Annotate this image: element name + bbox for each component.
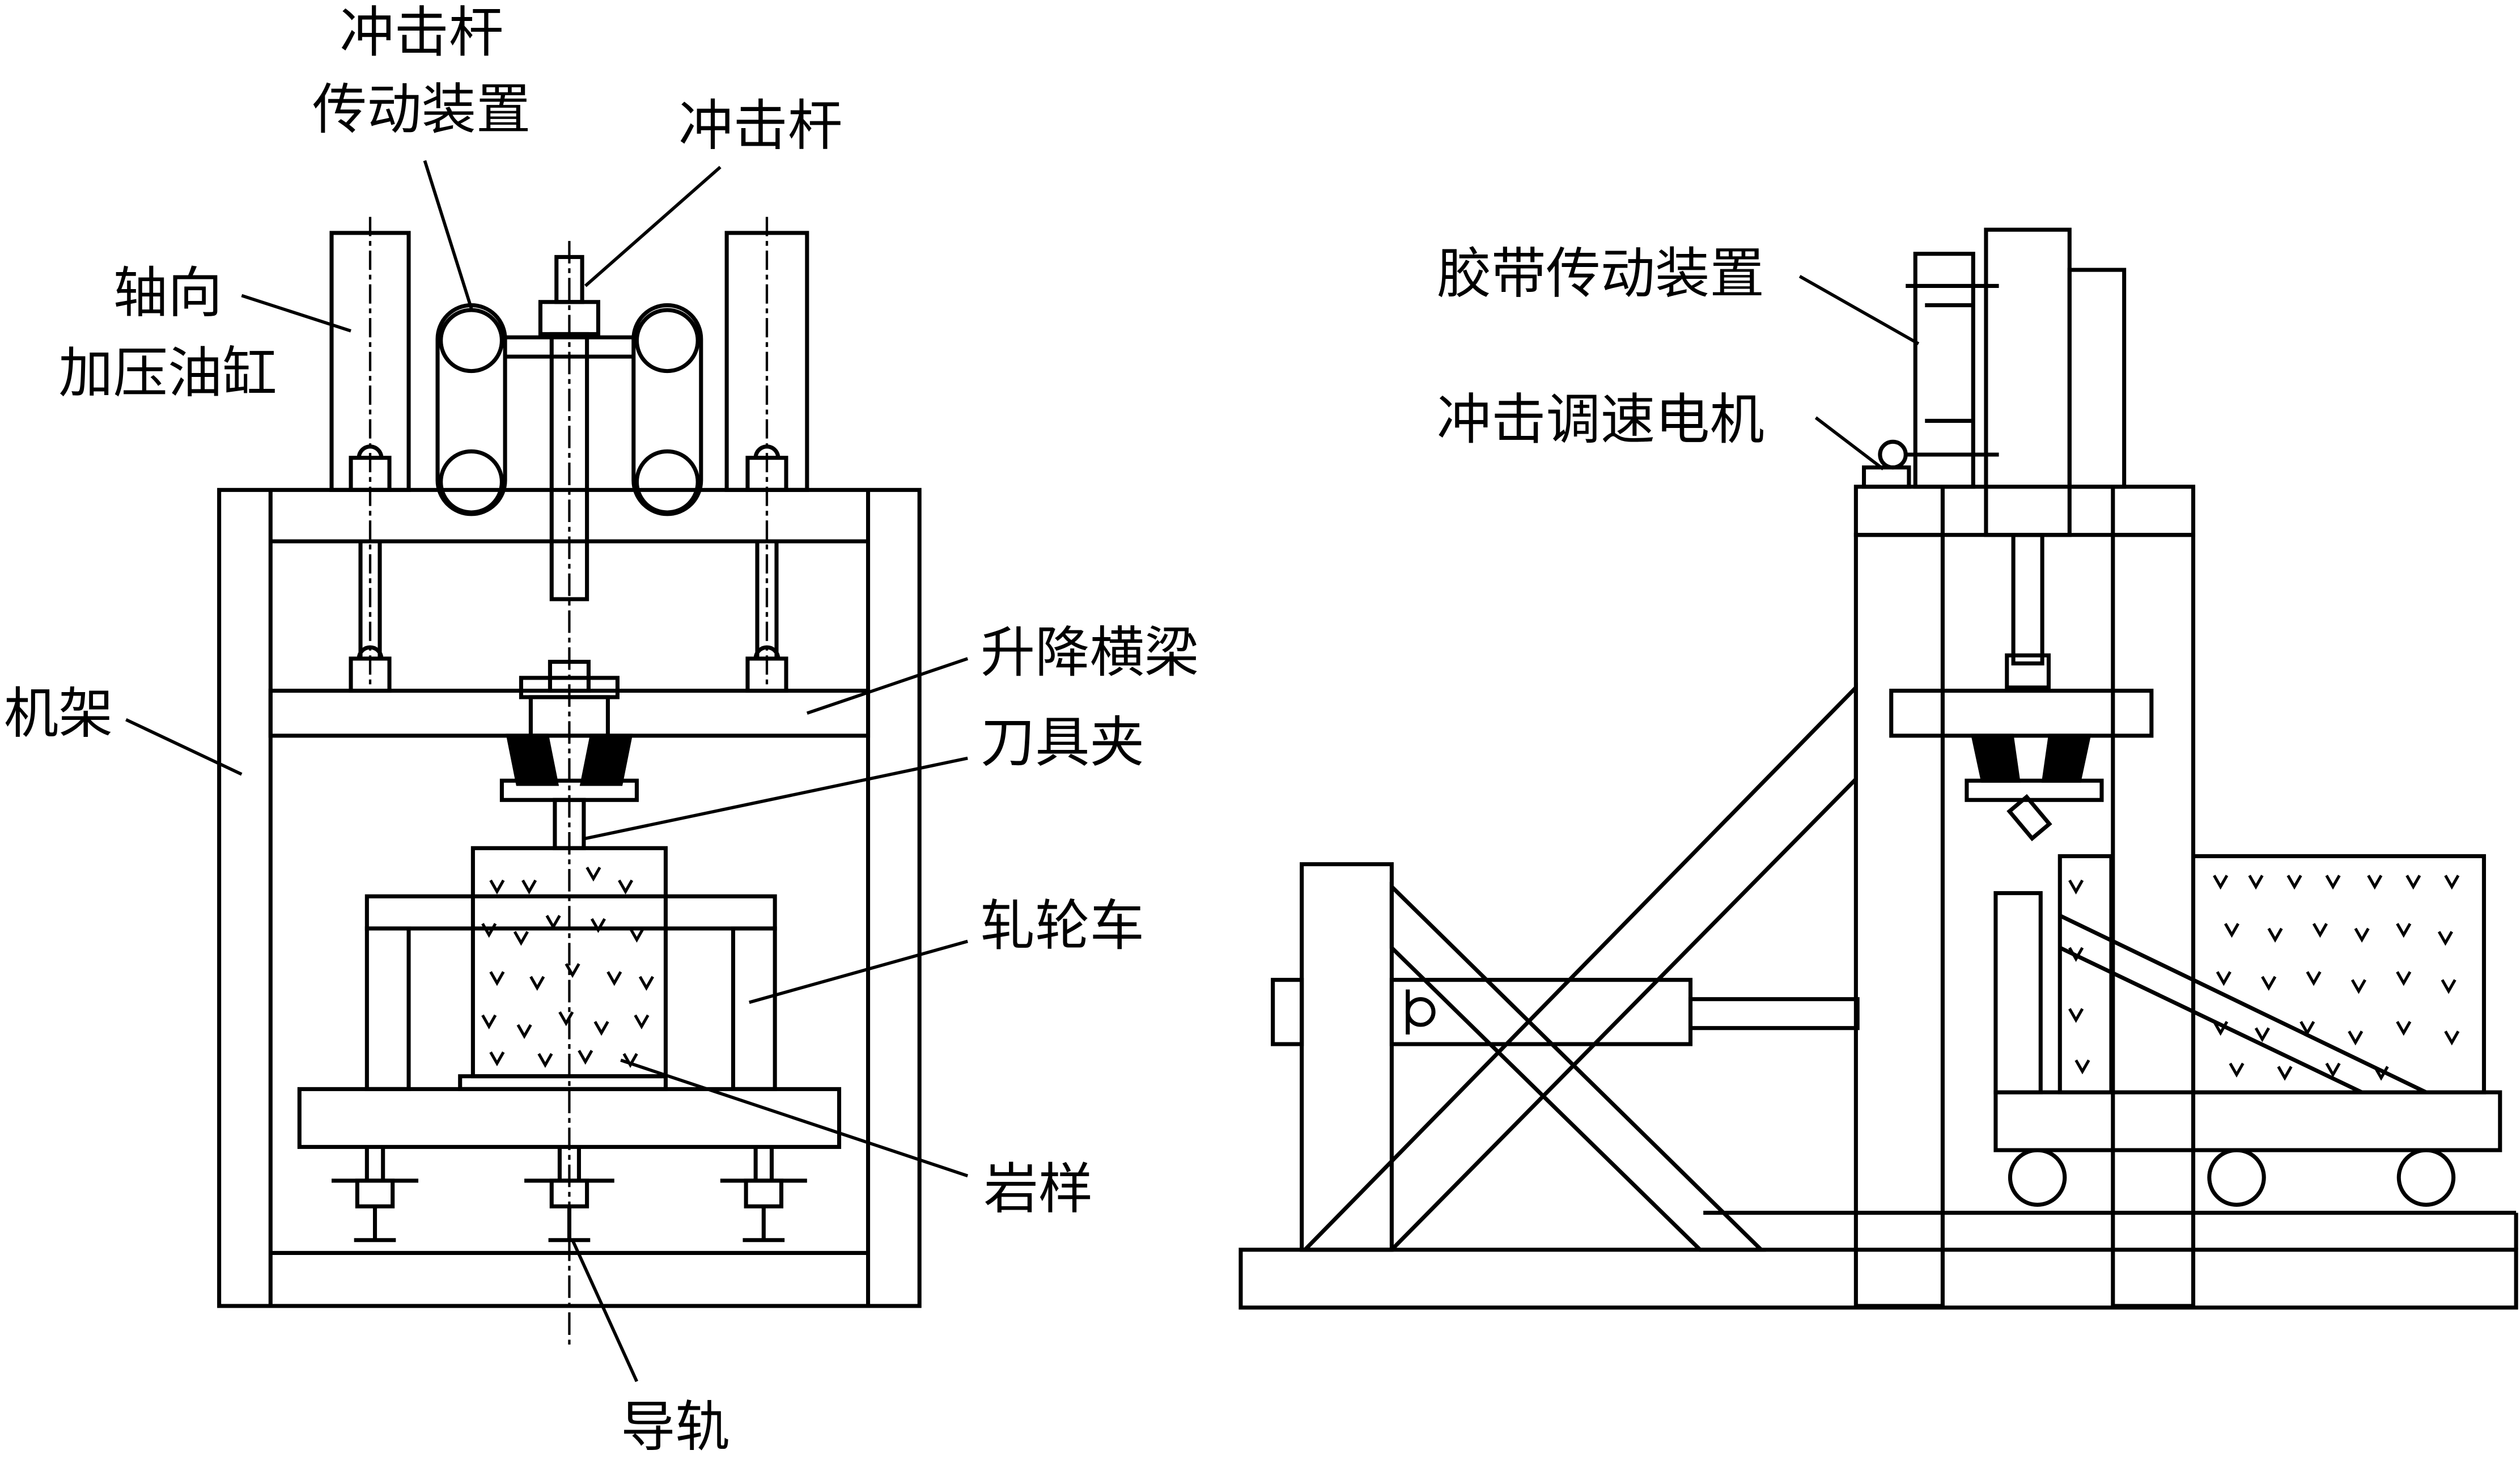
rock-sample-texture — [481, 867, 655, 1068]
leader-lifting-beam — [806, 657, 969, 715]
label-axial-cylinder-line2: 加压油缸 — [58, 341, 277, 405]
side-cart-slope2 — [2059, 945, 2363, 1095]
left-rod-dome-bottom — [357, 645, 384, 659]
side-tower-right-col — [2111, 533, 2196, 1308]
front-view — [125, 160, 969, 1383]
drive-pulley-right-bottom — [634, 449, 700, 515]
label-rock-sample: 岩样 — [984, 1157, 1093, 1221]
right-cylinder-dome-top — [753, 444, 780, 458]
label-rolling-cart: 轧轮车 — [981, 894, 1144, 957]
label-lifting-beam: 升降横梁 — [981, 621, 1199, 685]
left-rod-nut-bottom — [349, 656, 392, 693]
leader-axial-cylinder — [241, 294, 351, 333]
side-cart-base — [1993, 1090, 2502, 1152]
cart-frame-top — [364, 894, 777, 931]
label-belt-drive: 胶带传动装置 — [1437, 242, 1764, 306]
side-clamp-plate — [1965, 778, 2104, 802]
side-left-bracket — [1271, 978, 1304, 1046]
leader-impact-rod-drive — [423, 160, 473, 309]
side-motor-circle — [1878, 439, 1908, 470]
side-impact-rod — [2011, 533, 2044, 665]
labels: 冲击杆 传动装置 冲击杆 轴向 加压油缸 升降横梁 机架 刀具夹 轧轮车 岩样 … — [4, 1, 1764, 1459]
cart-support-left — [332, 1147, 419, 1243]
side-drive-back — [2067, 268, 2127, 489]
leader-guide-rail — [571, 1239, 639, 1383]
leader-rolling-cart — [749, 939, 968, 1004]
label-impact-rod-drive-line1: 冲击杆 — [340, 1, 503, 65]
side-clamp-bit — [2006, 794, 2052, 842]
side-rock-texture — [2068, 875, 2460, 1081]
clamp-body — [528, 695, 610, 738]
clamp-right-jaw — [579, 733, 633, 786]
side-left-post — [1300, 862, 1394, 1252]
right-cylinder-nut-top — [745, 456, 788, 492]
leader-impact-rod — [584, 166, 722, 287]
label-guide-rail: 导轨 — [621, 1395, 730, 1458]
leader-rock-sample — [620, 1058, 969, 1178]
side-rock-sample — [2193, 854, 2486, 1095]
side-brace-long — [1300, 682, 1858, 1252]
side-cart-post-left — [1993, 891, 2043, 1095]
side-clamp-right-jaw — [2041, 733, 2091, 783]
side-impact-rod-cap — [2005, 653, 2051, 690]
clamp-left-jaw — [506, 733, 559, 786]
side-drive-housing — [1984, 227, 2072, 537]
side-cart-post-right — [2057, 854, 2114, 1095]
side-view — [1238, 227, 2518, 1310]
cart-support-center — [524, 1147, 614, 1243]
side-brace-cross — [1389, 881, 1766, 1252]
front-leaders — [125, 160, 969, 1383]
side-leaders — [1798, 274, 1920, 470]
drive-pulley-right-top — [634, 308, 700, 374]
side-wheel-1 — [2008, 1148, 2067, 1207]
side-tower-left-col — [1853, 533, 1945, 1308]
left-cylinder-nut-top — [349, 456, 392, 492]
cart-left-post — [364, 926, 411, 1091]
side-motor-base — [1861, 465, 1911, 489]
side-cart-slope — [2059, 914, 2427, 1095]
drive-pulley-left-bottom — [439, 449, 504, 515]
side-cylinder-pin — [1406, 997, 1436, 1027]
label-axial-cylinder-line1: 轴向 — [113, 261, 223, 325]
side-base-rail — [1238, 1248, 2518, 1310]
leader-belt-drive — [1798, 274, 1920, 345]
side-lifting-beam — [1889, 689, 2154, 738]
drive-belt-left — [435, 303, 507, 516]
side-cylinder-rod — [1688, 997, 1860, 1031]
drive-pulley-left-top — [439, 308, 504, 374]
leader-frame — [125, 718, 243, 776]
label-impact-speed-motor: 冲击调速电机 — [1437, 388, 1764, 452]
side-wheel-2 — [2207, 1148, 2266, 1207]
side-wheel-3 — [2396, 1148, 2456, 1207]
leader-tool-clamp — [585, 756, 968, 841]
cart-support-right — [720, 1147, 807, 1243]
cart-right-post — [731, 926, 777, 1091]
label-impact-rod-drive-line2: 传动装置 — [312, 78, 531, 142]
left-cylinder-dome-top — [357, 444, 384, 458]
side-clamp-left-jaw — [1970, 733, 2021, 783]
right-rod-dome-bottom — [753, 645, 780, 659]
right-rod-nut-bottom — [745, 656, 788, 693]
leader-speed-motor — [1814, 416, 1885, 470]
label-impact-rod: 冲击杆 — [678, 94, 842, 158]
label-frame: 机架 — [4, 682, 113, 745]
rock-sample-block — [470, 846, 668, 1079]
side-belt-housing — [1913, 252, 1975, 489]
label-tool-clamp: 刀具夹 — [981, 711, 1144, 774]
drive-belt-right — [631, 303, 703, 516]
side-tower-top-plate — [1853, 485, 2196, 537]
